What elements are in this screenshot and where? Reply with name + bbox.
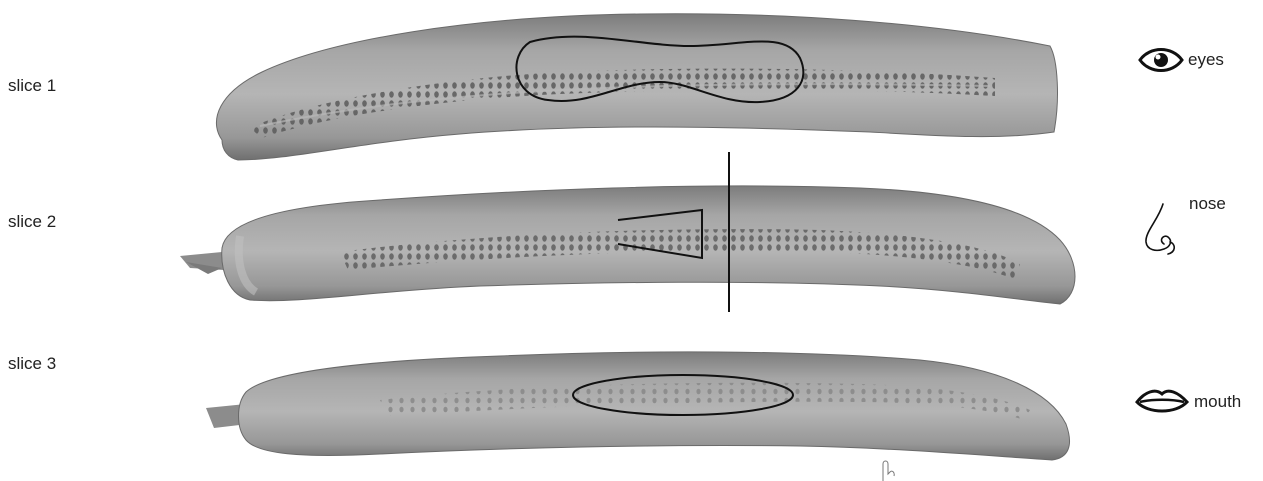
hand-cursor-icon [883, 461, 894, 481]
mouth-label: mouth [1194, 392, 1241, 412]
eye-icon [1140, 50, 1182, 71]
nose-icon [1146, 204, 1174, 254]
banana-slice-3 [206, 352, 1070, 460]
banana-slice-1 [216, 14, 1057, 160]
nose-label: nose [1189, 194, 1226, 214]
lips-icon [1137, 391, 1187, 411]
banana-slice-2 [180, 152, 1075, 312]
eyes-label: eyes [1188, 50, 1224, 70]
